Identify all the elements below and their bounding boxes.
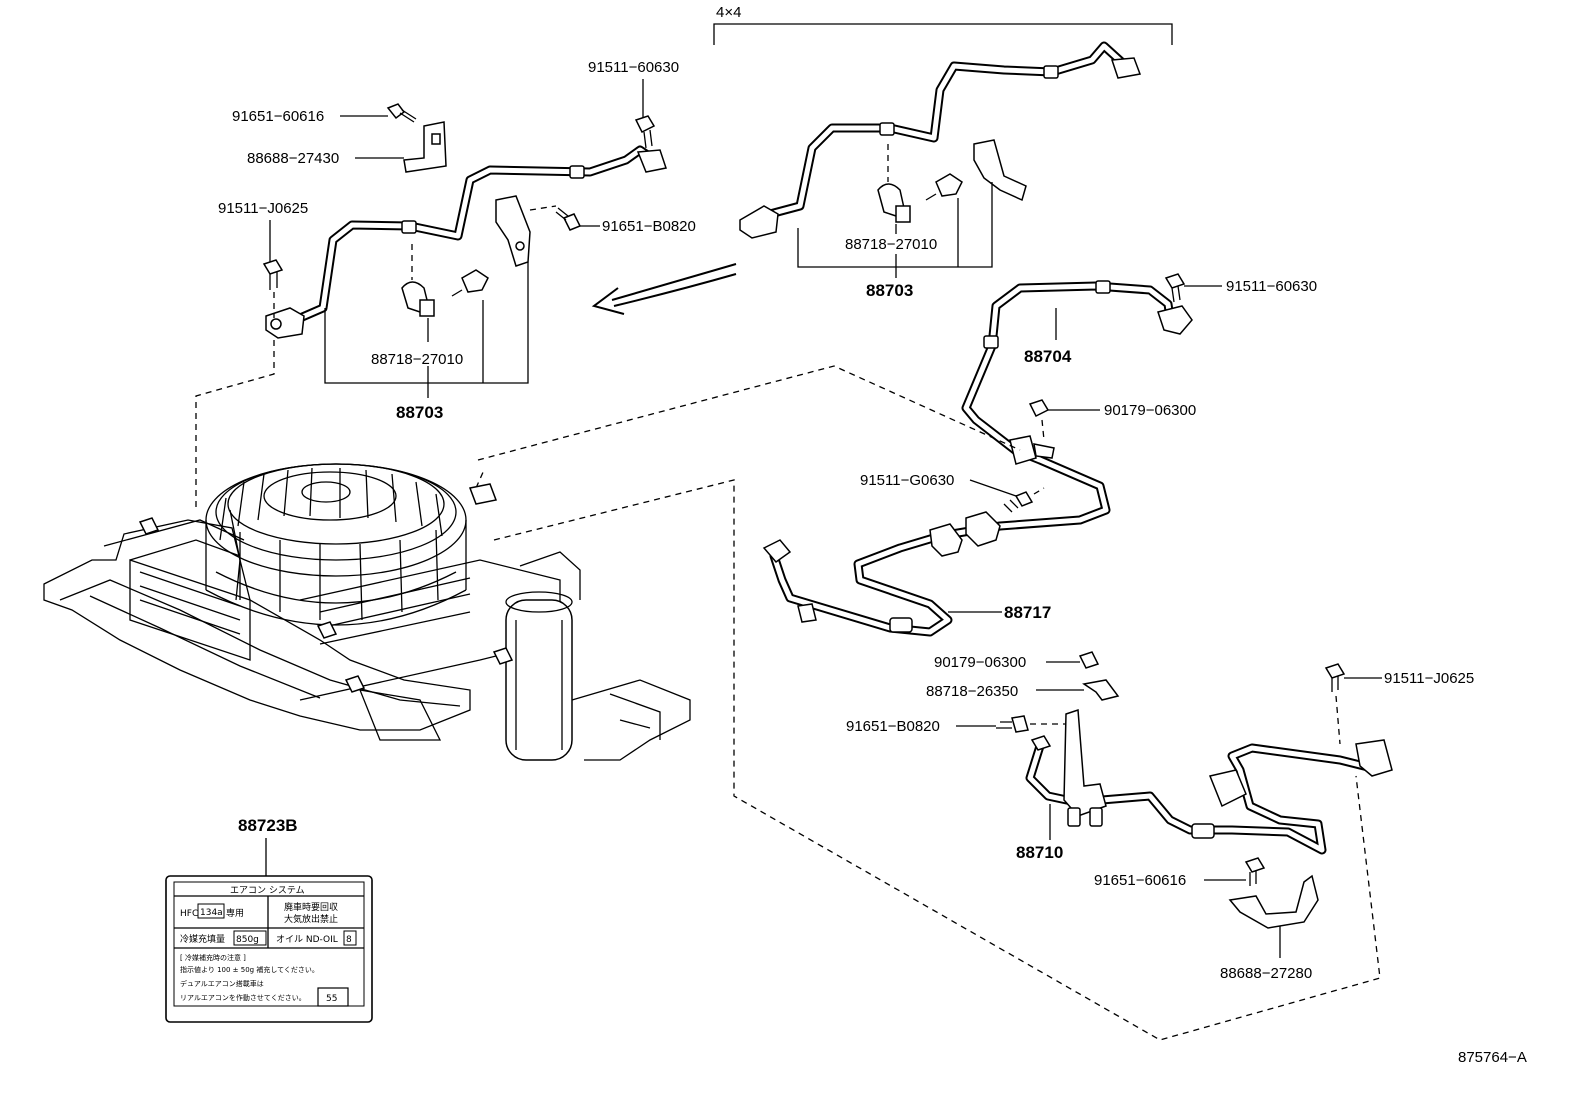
label-91651-B0820-top: 91651−B0820 xyxy=(602,218,696,235)
reference-dashed-lines xyxy=(195,340,1381,1041)
caution-title: エアコン システム xyxy=(230,885,305,896)
label-88718-26350: 88718−26350 xyxy=(926,683,1018,700)
caution-charge-value: 850g xyxy=(236,935,259,945)
upper-right-labels: 88718−27010 88703 xyxy=(845,236,937,300)
cooler-tube-88717: 88717 90179−06300 91511−G0630 xyxy=(762,399,1196,637)
caution-disposal-line2: 大気放出禁止 xyxy=(284,913,338,925)
lower-right-small-parts: 90179−06300 88718−26350 91651−B0820 9151… xyxy=(846,651,1474,982)
label-88704: 88704 xyxy=(1024,347,1072,366)
caution-disposal-line1: 廃車時要回収 xyxy=(284,901,338,913)
label-91651-B0820-lower: 91651−B0820 xyxy=(846,718,940,735)
label-91511-60630-top: 91511−60630 xyxy=(588,59,679,76)
label-91511-J0625-left: 91511−J0625 xyxy=(218,200,308,217)
label-88723B: 88723B xyxy=(238,816,298,835)
label-91511-G0630: 91511−G0630 xyxy=(860,472,954,489)
caution-note-line1: 指示値より 100 ± 50g 補充してください。 xyxy=(180,965,319,974)
discharge-hose-assembly-4x4 xyxy=(739,41,1142,278)
label-88703-left: 88703 xyxy=(396,403,443,422)
caution-label-88723B: 88723B エアコン システム HFC 134a 専用 廃車時要回収 大気放出… xyxy=(165,816,373,1023)
suction-hose-88704: 91511−60630 88704 xyxy=(961,273,1317,459)
label-91511-J0625-right: 91511−J0625 xyxy=(1384,670,1474,687)
label-88718-27010-right: 88718−27010 xyxy=(845,236,937,253)
caution-note-line3: リアルエアコンを作動させてください。 xyxy=(180,993,306,1002)
label-88703-right: 88703 xyxy=(866,281,913,300)
label-91651-60616-lower: 91651−60616 xyxy=(1094,872,1186,889)
label-90179-06300-upper: 90179−06300 xyxy=(1104,402,1196,419)
label-88688-27280: 88688−27280 xyxy=(1220,965,1312,982)
caution-code-box: 55 xyxy=(326,994,337,1004)
figure-code: 875764−A xyxy=(1458,1049,1527,1066)
caution-note-title: [ 冷媒補充時の注意 ] xyxy=(180,953,246,962)
label-88688-27430: 88688−27430 xyxy=(247,150,339,167)
label-88717: 88717 xyxy=(1004,603,1051,622)
variant-bracket-4x4: 4×4 xyxy=(713,4,1173,45)
direction-arrow xyxy=(591,263,737,315)
label-91511-60630-right: 91511−60630 xyxy=(1226,278,1317,295)
label-90179-06300-lower: 90179−06300 xyxy=(934,654,1026,671)
tube-assembly-88710: 88710 xyxy=(1016,708,1393,862)
caution-note-line2: デュアルエアコン搭載車は xyxy=(180,979,264,988)
caution-oil-label: オイル ND-OIL xyxy=(276,934,338,945)
label-88710: 88710 xyxy=(1016,843,1063,862)
caution-oil-value: 8 xyxy=(346,935,352,945)
label-91651-60616-top: 91651−60616 xyxy=(232,108,324,125)
caution-charge-label: 冷媒充填量 xyxy=(180,933,225,945)
cooler-unit-assembly xyxy=(43,463,691,761)
discharge-hose-assembly-left xyxy=(262,103,667,398)
caution-refrigerant-code: 134a xyxy=(200,908,223,918)
caution-refrigerant-prefix: HFC xyxy=(180,909,198,919)
caution-refrigerant-suffix: 専用 xyxy=(226,907,244,919)
label-88718-27010-left: 88718−27010 xyxy=(371,351,463,368)
variant-label-4x4: 4×4 xyxy=(716,4,741,21)
upper-left-labels: 91511−60630 91651−60616 88688−27430 9151… xyxy=(218,59,696,422)
